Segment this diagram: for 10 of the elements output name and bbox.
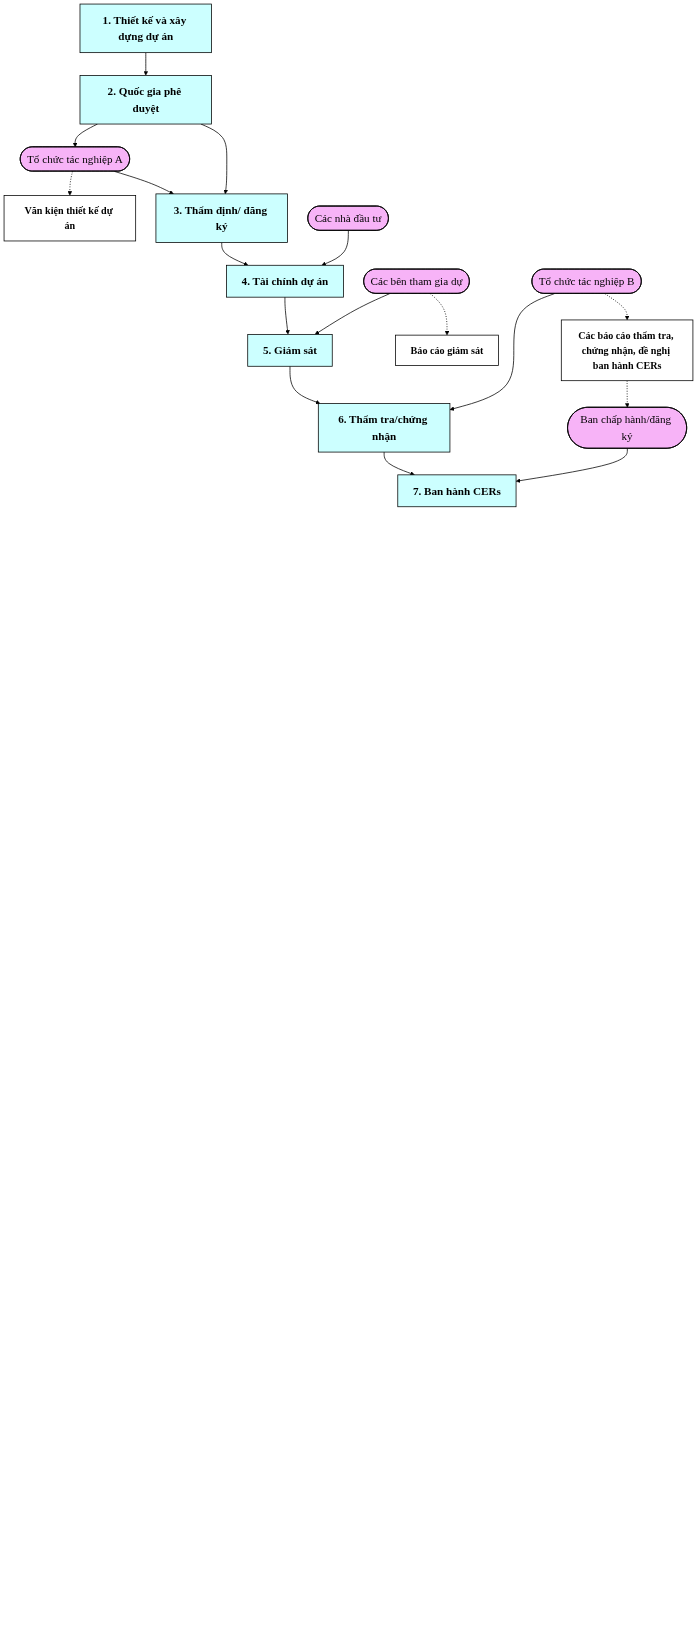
node-box: Các báo cáo thẩm tra, chứng nhận, đề nghị ban hành CERs (560, 319, 694, 382)
node-box: Văn kiện thiết kế dự án (3, 195, 137, 242)
node-box: Báo cáo giám sát (395, 334, 499, 366)
node-box: 4. Tài chính dự án (226, 264, 344, 298)
node-box: 1. Thiết kế và xây dựng dự án (79, 3, 212, 54)
node-box: 7. Ban hành CERs (397, 474, 517, 508)
node-box: 5. Giám sát (247, 334, 333, 367)
node-box: 3. Thẩm định/ đăng ký (155, 193, 288, 243)
node-box: 6. Thẩm tra/chứng nhận (317, 403, 451, 453)
node-box: 2. Quốc gia phê duyệt (79, 75, 212, 125)
